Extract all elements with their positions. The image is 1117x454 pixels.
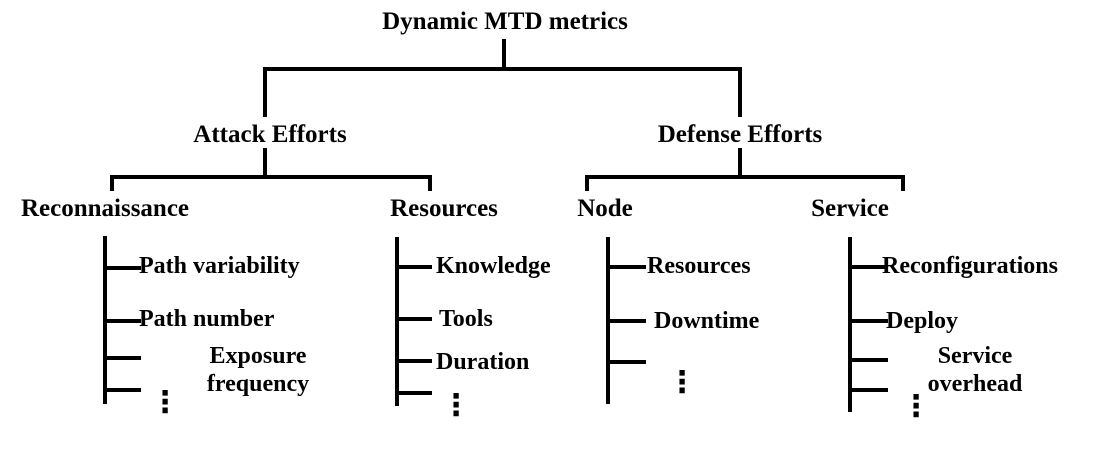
node-label: Node bbox=[577, 195, 633, 222]
reconnaissance-label: Reconnaissance bbox=[20, 195, 190, 222]
attack-right-tick bbox=[428, 175, 432, 191]
leaf-service-overhead: Service overhead bbox=[927, 343, 1023, 397]
attack-efforts-label: Attack Efforts bbox=[193, 121, 347, 148]
leaf-reconfigurations: Reconfigurations bbox=[882, 253, 1058, 279]
node-tick-2 bbox=[606, 319, 646, 323]
defense-drop-line bbox=[738, 67, 742, 117]
defense-right-tick bbox=[901, 175, 905, 191]
reconnaissance-tick-4 bbox=[103, 388, 141, 392]
resources-tick-1 bbox=[395, 265, 432, 269]
service-tick-4 bbox=[848, 388, 888, 392]
resources-spine bbox=[395, 237, 399, 406]
attack-drop-line bbox=[263, 67, 267, 117]
leaf-downtime: Downtime bbox=[654, 308, 760, 334]
leaf-path-number: Path number bbox=[139, 306, 275, 332]
attack-stub-line bbox=[263, 148, 267, 177]
root-stub-line bbox=[502, 39, 506, 69]
root-title: Dynamic MTD metrics bbox=[382, 8, 628, 35]
leaf-knowledge: Knowledge bbox=[436, 253, 551, 279]
attack-left-tick bbox=[110, 175, 114, 191]
service-tick-3 bbox=[848, 358, 888, 362]
service-label: Service bbox=[811, 195, 889, 222]
reconnaissance-tick-2 bbox=[103, 319, 141, 323]
defense-horizontal-line bbox=[585, 175, 905, 179]
resources-tick-3 bbox=[395, 359, 432, 363]
vertical-ellipsis-icon: ⋮ bbox=[667, 365, 697, 400]
service-tick-1 bbox=[848, 265, 888, 269]
vertical-ellipsis-icon: ⋮ bbox=[441, 388, 471, 423]
reconnaissance-tick-3 bbox=[103, 356, 141, 360]
attack-horizontal-line bbox=[110, 175, 432, 179]
leaf-deploy: Deploy bbox=[886, 308, 958, 334]
leaf-duration: Duration bbox=[436, 349, 530, 375]
root-horizontal-line bbox=[263, 67, 742, 71]
leaf-node-resources: Resources bbox=[647, 253, 751, 279]
node-tick-1 bbox=[606, 265, 646, 269]
resources-tick-2 bbox=[395, 317, 432, 321]
leaf-path-variability: Path variability bbox=[139, 253, 300, 279]
vertical-ellipsis-icon: ⋮ bbox=[150, 385, 180, 420]
defense-left-tick bbox=[585, 175, 589, 191]
vertical-ellipsis-icon: ⋮ bbox=[901, 389, 931, 424]
resources-group-label: Resources bbox=[390, 195, 498, 222]
reconnaissance-tick-1 bbox=[103, 266, 141, 270]
service-spine bbox=[848, 237, 852, 412]
leaf-exposure-frequency: Exposure frequency bbox=[206, 343, 310, 397]
resources-tick-4 bbox=[395, 391, 432, 395]
service-tick-2 bbox=[848, 319, 888, 323]
leaf-tools: Tools bbox=[439, 306, 493, 332]
node-tick-3 bbox=[606, 360, 646, 364]
defense-efforts-label: Defense Efforts bbox=[657, 121, 823, 148]
defense-stub-line bbox=[738, 148, 742, 177]
